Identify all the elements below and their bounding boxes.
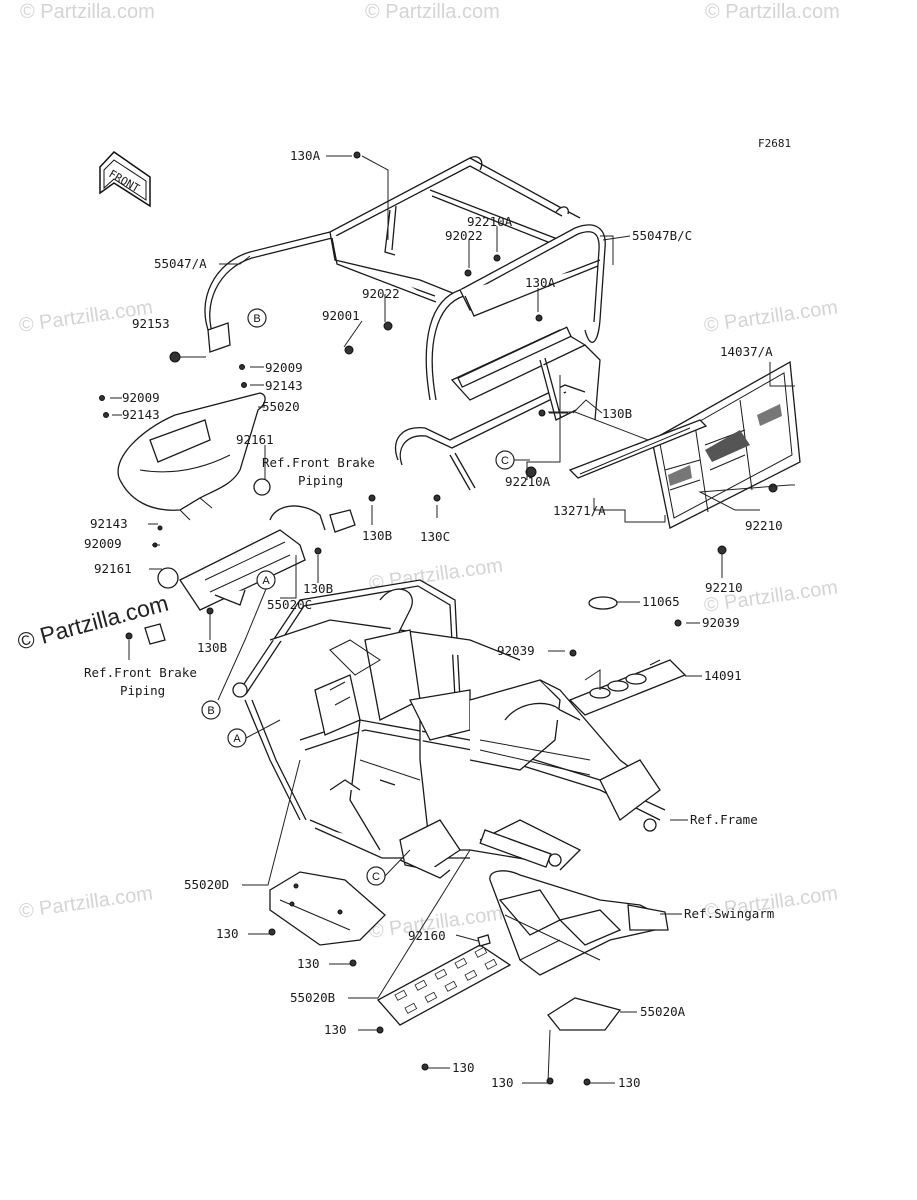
hardware-bolts <box>99 151 778 1086</box>
part-label: 130 <box>618 1075 641 1090</box>
part-label: 130 <box>452 1060 475 1075</box>
callout-a-low: A <box>227 728 247 748</box>
part-label: 130A <box>290 148 321 163</box>
part-label: 13271/A <box>553 503 606 518</box>
part-label: 92143 <box>122 407 160 422</box>
grille-panel <box>651 360 801 529</box>
part-label: 92143 <box>265 378 303 393</box>
part-label: Piping <box>298 473 343 488</box>
part-label: 14037/A <box>720 344 773 359</box>
part-label: 92153 <box>132 316 170 331</box>
callout-a-label: A <box>233 733 241 745</box>
part-label: 55020B <box>290 990 335 1005</box>
rear-guard-frame <box>394 224 606 491</box>
part-label: 130B <box>303 581 333 596</box>
part-label: 92022 <box>362 286 400 301</box>
part-label: 92160 <box>408 928 446 943</box>
watermark: © Partzilla.com <box>365 1 500 23</box>
part-label: 92022 <box>445 228 483 243</box>
part-label: 92039 <box>702 615 740 630</box>
part-label: 92039 <box>497 643 535 658</box>
part-label: 55020 <box>262 399 300 414</box>
part-label: 130A <box>525 275 556 290</box>
part-label: 55047B/C <box>632 228 692 243</box>
leader-lines <box>110 155 795 1084</box>
swingarm <box>489 870 669 976</box>
front-cover <box>117 392 266 521</box>
part-label: 130 <box>216 926 239 941</box>
watermark: © Partzilla.com <box>705 1 840 23</box>
part-label: 55020D <box>184 877 229 892</box>
watermark: © Partzilla.com <box>703 296 840 337</box>
part-label: 92210 <box>705 580 743 595</box>
part-label: Ref.Front Brake <box>262 455 375 470</box>
part-label: 55020C <box>267 597 312 612</box>
callout-b-label: B <box>207 705 214 717</box>
watermark: © Partzilla.com <box>18 882 155 923</box>
part-label: 92001 <box>322 308 360 323</box>
callout-c-label: C <box>372 871 380 883</box>
front-arrow-icon: FRONT <box>99 151 151 208</box>
part-label: 130B <box>197 640 227 655</box>
part-label: 92009 <box>122 390 160 405</box>
callout-b-label: B <box>253 313 260 325</box>
watermark-main: © Partzilla.com <box>15 590 171 655</box>
part-label: Ref.Frame <box>690 812 758 827</box>
part-label: 130 <box>297 956 320 971</box>
callout-a-label: A <box>262 575 270 587</box>
part-label: 92210A <box>505 474 551 489</box>
callout-a-top: A <box>256 570 276 590</box>
part-label: Piping <box>120 683 165 698</box>
callout-b-top: B <box>247 308 267 328</box>
part-label: 92009 <box>84 536 122 551</box>
diagram-code: F2681 <box>758 137 791 150</box>
part-label: 11065 <box>642 594 680 609</box>
part-label: 130B <box>362 528 392 543</box>
callout-b-low: B <box>201 700 221 720</box>
part-label: 92161 <box>236 432 274 447</box>
bracket <box>144 478 356 645</box>
part-label: 55047/A <box>154 256 207 271</box>
part-label: 130C <box>420 529 450 544</box>
part-label: 130B <box>602 406 632 421</box>
part-labels: 130A 55047/A 92210A 92022 55047B/C 92022… <box>84 148 783 1090</box>
part-label: 92210A <box>467 214 513 229</box>
part-label: 92009 <box>265 360 303 375</box>
part-label: 92210 <box>745 518 783 533</box>
part-label: 92143 <box>90 516 128 531</box>
part-label: 130 <box>491 1075 514 1090</box>
trim-strip <box>568 419 708 479</box>
skid-plates <box>269 596 687 1031</box>
watermark: © Partzilla.com <box>20 1 155 23</box>
callout-c-top: C <box>495 450 515 470</box>
part-label: 130 <box>324 1022 347 1037</box>
part-label: Ref.Front Brake <box>84 665 197 680</box>
part-label: Ref.Swingarm <box>684 906 774 921</box>
part-label: 55020A <box>640 1004 686 1019</box>
main-frame <box>232 579 666 879</box>
part-label: 92161 <box>94 561 132 576</box>
callout-c-label: C <box>501 455 509 467</box>
callout-c-low: C <box>366 866 386 886</box>
part-label: 14091 <box>704 668 742 683</box>
front-guard-frame <box>204 156 581 353</box>
